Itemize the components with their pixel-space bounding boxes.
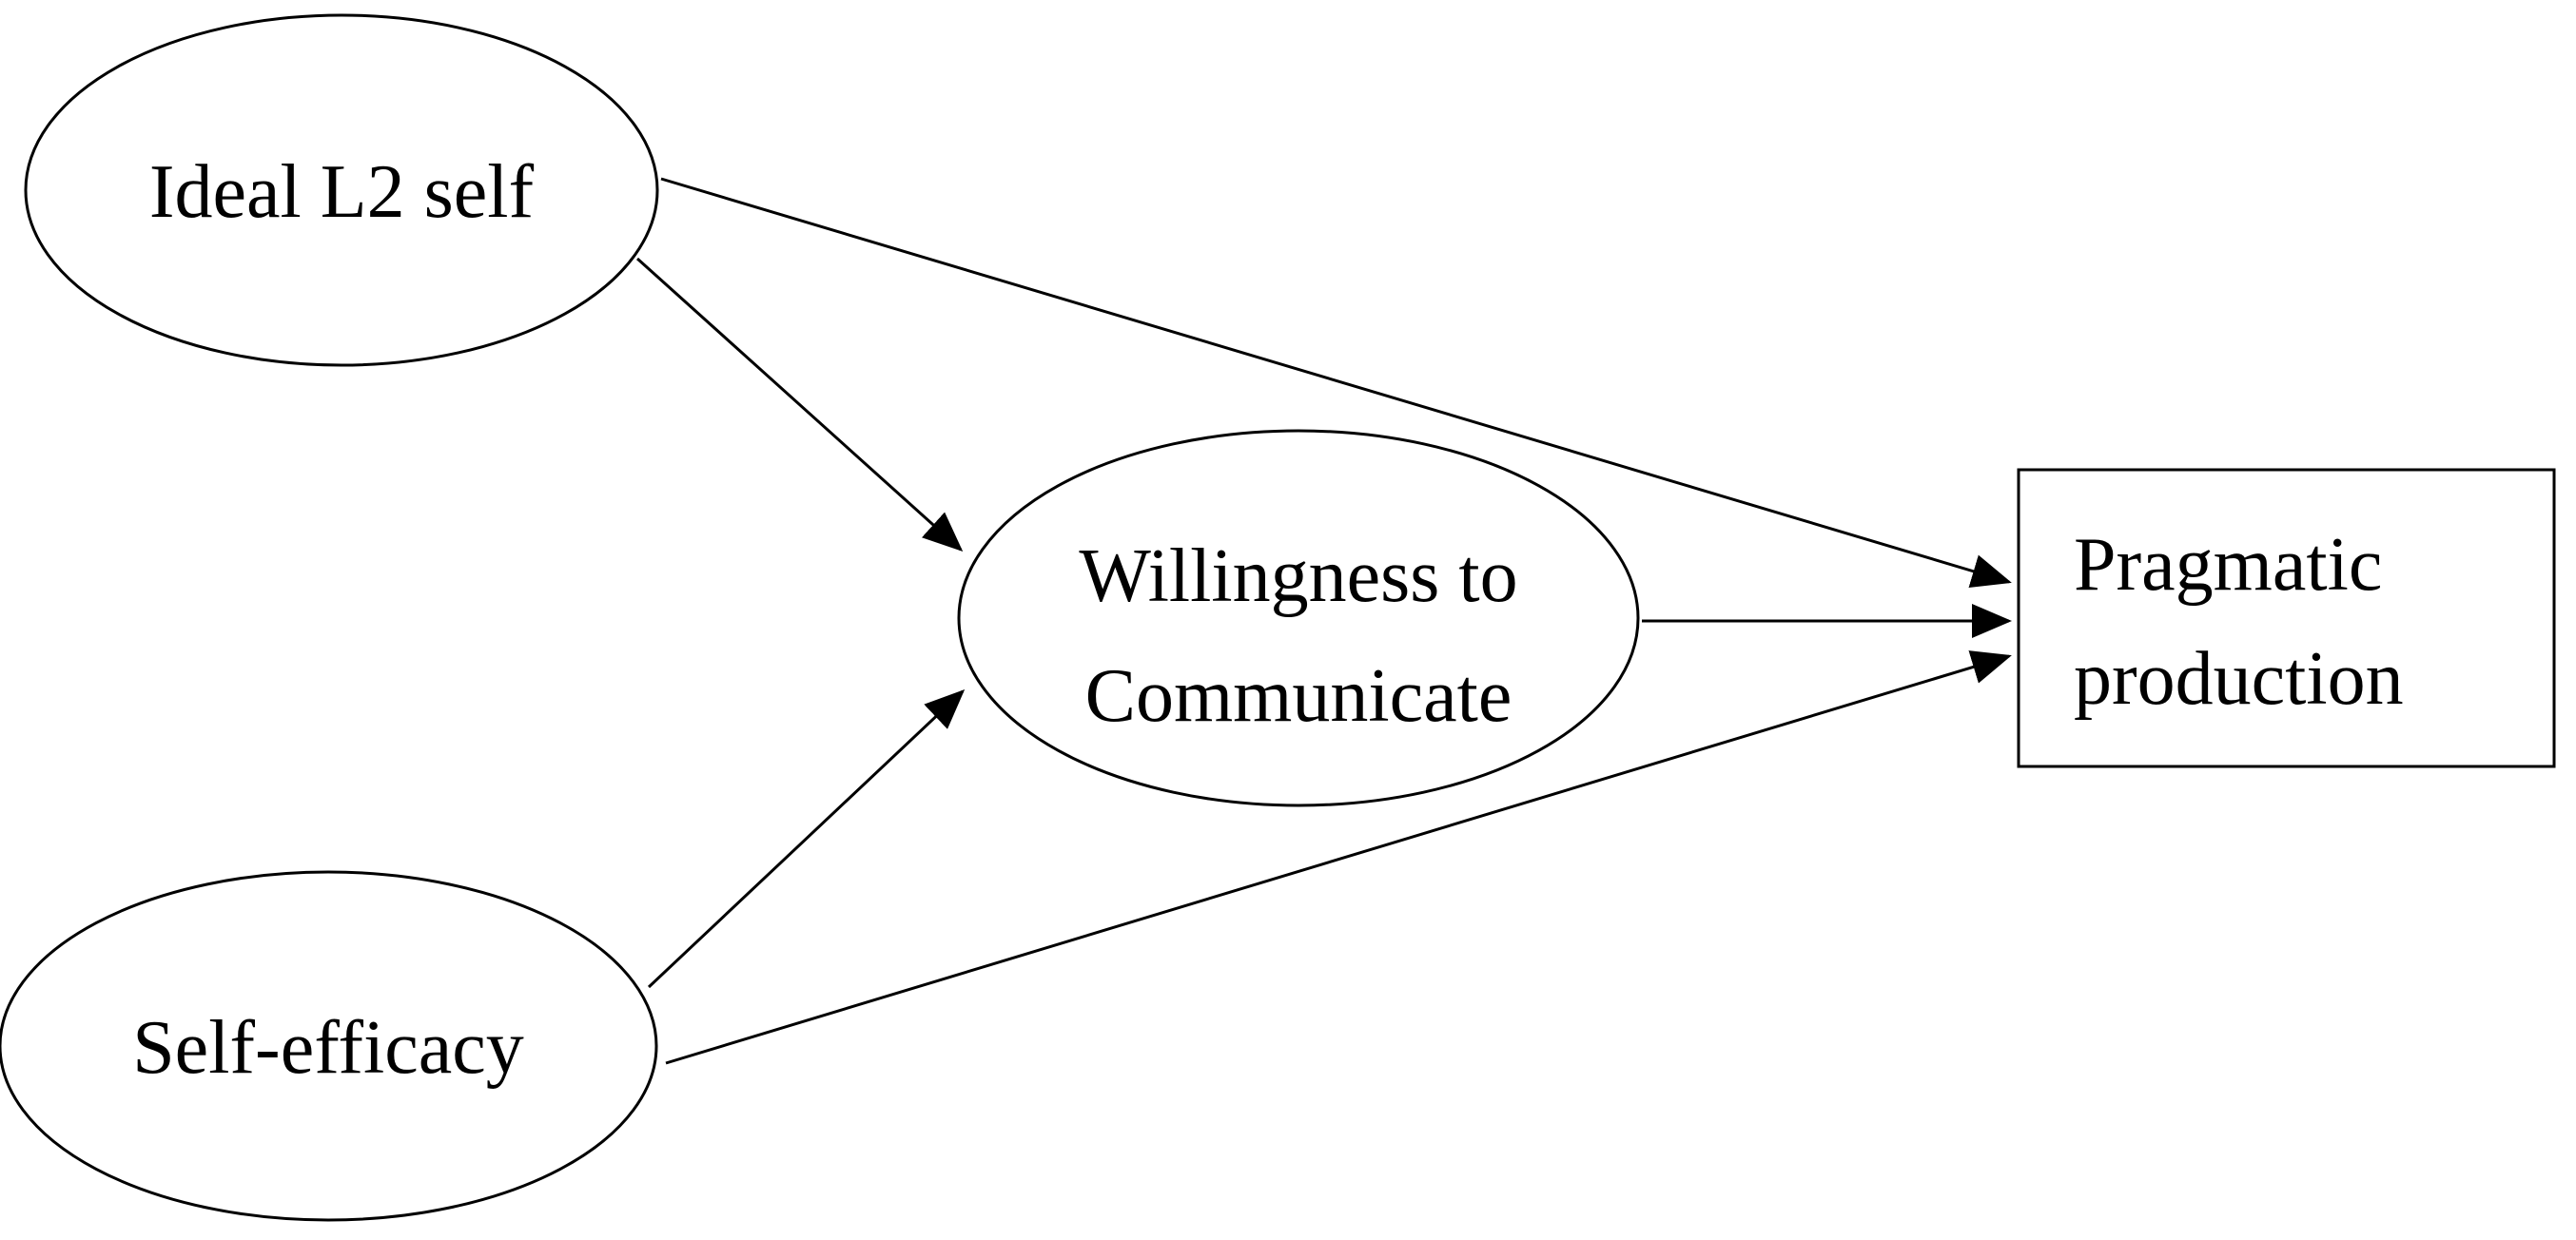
node-pragmatic-production-box [2017, 468, 2556, 768]
node-self-efficacy: Self-efficacy [0, 870, 658, 1222]
node-self-efficacy-label: Self-efficacy [132, 1006, 524, 1090]
edge-ideal-to-pragmatic [660, 177, 2012, 589]
node-pragmatic-label-line2: production [2074, 637, 2404, 721]
node-willingness-to-communicate: Willingness to Communicate [957, 429, 1640, 807]
node-ideal-l2-self: Ideal L2 self [24, 13, 659, 367]
node-wtc-label-line2: Communicate [1085, 654, 1512, 738]
node-self-efficacy-ellipse [0, 870, 658, 1222]
edge-selfefficacy-to-pragmatic [665, 650, 2012, 1065]
node-ideal-l2-self-label: Ideal L2 self [149, 150, 535, 234]
node-pragmatic-label-line1: Pragmatic [2074, 523, 2382, 607]
node-wtc-ellipse [957, 429, 1640, 807]
edge-ideal-to-wtc [635, 257, 964, 552]
node-pragmatic-production: Pragmatic production [2017, 468, 2556, 768]
node-ideal-l2-self-ellipse [24, 13, 659, 367]
node-wtc-label-line1: Willingness to [1079, 534, 1517, 618]
edge-selfefficacy-to-wtc [647, 688, 966, 989]
